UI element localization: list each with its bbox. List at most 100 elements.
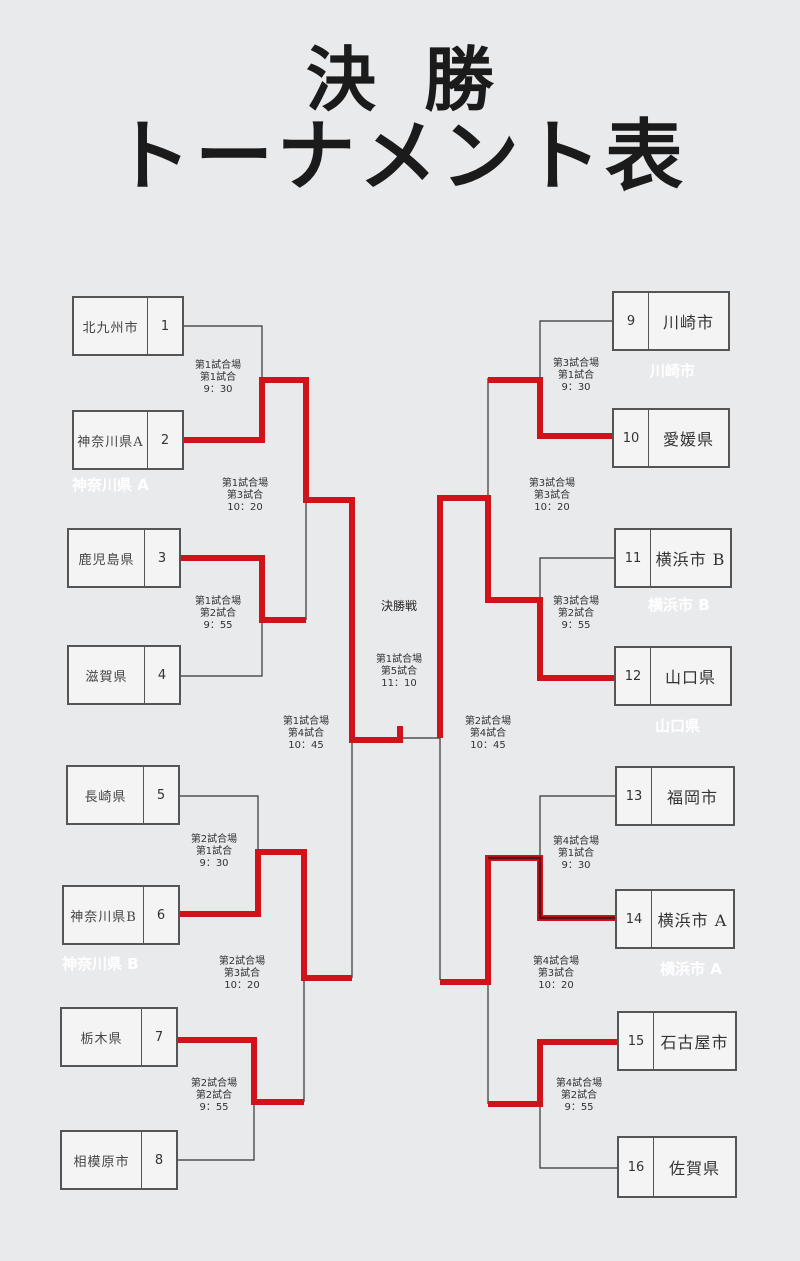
team-box-2: 神奈川県A 2 [72,410,184,470]
team-seed: 10 [614,410,649,466]
match-time: 11：10 [381,678,417,689]
bracket-line [539,795,615,858]
team-seed: 3 [144,530,179,586]
team-name: 長崎県 [84,789,127,805]
match-time: 10：20 [227,502,263,513]
team-seed: 1 [147,298,182,354]
team-name: 佐賀県 [668,1159,720,1178]
match-game: 第2試合 [199,608,237,619]
team-seed: 5 [143,767,178,823]
winner-line [440,855,615,985]
match-venue: 第3試合場 [528,478,576,489]
team-seed: 2 [147,412,182,468]
team-box-13: 福岡市 13 [615,766,735,826]
match-game: 第2試合 [560,1090,598,1101]
match-venue: 第1試合場 [221,478,269,489]
label-yokohama-b: 横浜市 B [648,596,710,614]
match-venue: 第2試合場 [190,1078,238,1089]
team-seed: 12 [616,648,651,704]
bracket-line [184,325,263,380]
match-time: 10：20 [224,980,260,991]
team-name: 横浜市 A [657,911,728,930]
match-info-final: 第1試合場 第5試合 11：10 [376,654,422,690]
match-time: 9：55 [203,620,233,631]
label-yokohama-a: 横浜市 A [660,960,722,978]
match-game: 第4試合 [287,728,325,739]
team-box-1: 北九州市 1 [72,296,184,356]
match-venue: 第2試合場 [190,834,238,845]
match-time: 10：45 [470,740,506,751]
match-info-m14: 第4試合場 第3試合 10：20 [533,956,579,992]
match-time: 9：30 [561,382,591,393]
team-box-15: 石古屋市 15 [617,1011,737,1071]
team-box-6: 神奈川県B 6 [62,885,180,945]
match-info-m9: 第3試合場 第1試合 9：30 [553,358,599,394]
match-info-m7: 第2試合場 第2試合 9：55 [191,1078,237,1114]
bracket-line [181,620,263,677]
team-name: 鹿児島県 [78,552,135,568]
title-line-2: トーナメント表 [112,112,687,202]
match-game: 第3試合 [223,968,261,979]
team-name: 愛媛県 [662,430,714,449]
match-venue: 第3試合場 [552,358,600,369]
team-seed: 9 [614,293,649,349]
match-venue: 第4試合場 [532,956,580,967]
winner-line [437,495,614,738]
match-venue: 第4試合場 [555,1078,603,1089]
winner-line [181,555,306,623]
match-time: 9：55 [199,1102,229,1113]
match-info-m2: 第1試合場 第3試合 10：20 [222,478,268,514]
team-name: 神奈川県B [70,909,137,925]
bracket-line [539,320,612,380]
match-info-m5: 第2試合場 第1試合 9：30 [191,834,237,870]
match-venue: 第2試合場 [218,956,266,967]
match-game: 第5試合 [380,666,418,677]
match-game: 第1試合 [199,372,237,383]
winner-line [184,377,403,743]
match-time: 10：20 [534,502,570,513]
team-name: 北九州市 [82,320,139,336]
team-seed: 14 [617,891,652,947]
label-kanagawa-a: 神奈川県 A [72,476,149,494]
match-time: 10：20 [538,980,574,991]
bracket-line [539,557,614,600]
team-seed: 7 [141,1009,176,1065]
bracket-line [539,1104,617,1169]
team-seed: 16 [619,1138,654,1196]
winner-line [488,377,612,439]
match-venue: 第1試合場 [194,596,242,607]
team-seed: 13 [617,768,652,824]
team-name: 滋賀県 [85,669,128,685]
label-yamaguchi: 山口県 [655,717,701,735]
match-venue: 第3試合場 [552,596,600,607]
match-game: 第3試合 [226,490,264,501]
match-time: 9：55 [564,1102,594,1113]
team-box-3: 鹿児島県 3 [67,528,181,588]
team-name: 山口県 [664,668,716,687]
winner-line [488,1039,617,1107]
match-time: 9：30 [203,384,233,395]
team-box-5: 長崎県 5 [66,765,180,825]
match-info-m15: 第4試合場 第2試合 9：55 [556,1078,602,1114]
match-venue: 第1試合場 [194,360,242,371]
match-game: 第1試合 [195,846,233,857]
team-name: 栃木県 [80,1031,123,1047]
match-venue: 第4試合場 [552,836,600,847]
team-seed: 4 [144,647,179,703]
match-venue: 第1試合場 [282,716,330,727]
match-info-m3: 第1試合場 第2試合 9：55 [195,596,241,632]
final-label: 決勝戦 [380,599,418,613]
team-box-12: 山口県 12 [614,646,732,706]
match-game: 第3試合 [537,968,575,979]
match-info-m6: 第2試合場 第3試合 10：20 [219,956,265,992]
match-game: 第3試合 [533,490,571,501]
team-box-11: 横浜市 B 11 [614,528,732,588]
winner-line [180,849,352,981]
match-info-m8: 第2試合場 第4試合 10：45 [465,716,511,752]
match-game: 第2試合 [195,1090,233,1101]
team-box-10: 愛媛県 10 [612,408,730,468]
match-time: 9：30 [199,858,229,869]
match-game: 第1試合 [557,370,595,381]
